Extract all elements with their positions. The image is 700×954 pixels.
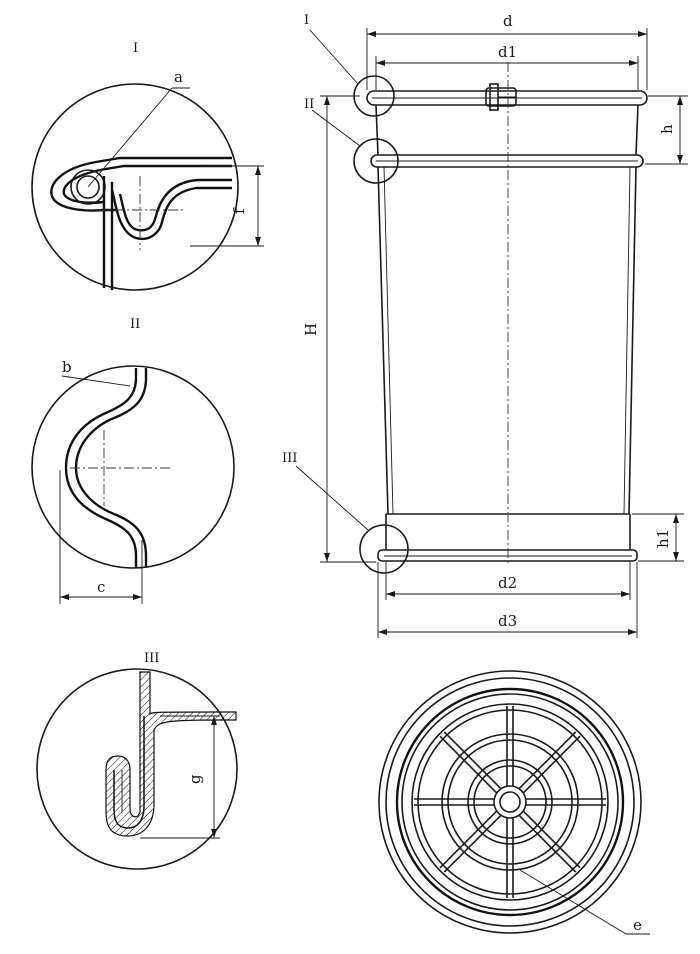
dim-g-label: g (186, 774, 204, 784)
bottom-foot-ring (377, 549, 638, 562)
dim-h-label: h (658, 124, 676, 134)
dimension-c: c (59, 470, 143, 604)
bottom-outer-ring (378, 670, 642, 934)
detail-view-3: III g (36, 651, 238, 870)
detail-2-title: II (130, 317, 140, 332)
rolling-hoop (370, 154, 644, 168)
marker-circle-2 (353, 138, 399, 184)
detail-1-rim-profile (50, 156, 232, 290)
dim-d2-label: d2 (498, 574, 517, 592)
dim-f-label: f (230, 207, 248, 214)
marker-label-1: I (304, 13, 309, 28)
marker-circle-3 (359, 524, 409, 574)
dimension-H: H (302, 95, 376, 563)
dimension-f: f (190, 165, 264, 247)
marker-label-3: III (282, 451, 297, 466)
bottom-grid-ring-1 (411, 703, 609, 901)
callout-b: b (62, 358, 72, 376)
dimension-g: g (140, 715, 220, 839)
dimension-d3: d3 (377, 562, 638, 638)
detail-view-1: I a f (31, 41, 264, 291)
dimension-h1: h1 (632, 513, 684, 562)
dimension-d: d (366, 12, 648, 90)
dim-h1-label: h1 (654, 529, 672, 548)
leader-e (519, 869, 627, 935)
detail-1-circle (31, 83, 239, 291)
detail-3-circle (36, 668, 238, 870)
leader-marker-1 (309, 29, 359, 85)
detail-3-foot-profile (105, 671, 237, 837)
detail-view-2: II b c (31, 317, 235, 604)
dim-d1-label: d1 (498, 43, 517, 61)
dim-H-label: H (302, 323, 320, 336)
detail-2-bead-profile (64, 368, 170, 568)
bottom-spokes (414, 706, 606, 898)
body-wall-right (628, 166, 637, 515)
detail-1-title: I (133, 41, 138, 56)
leader-a (87, 87, 173, 188)
dimension-d2: d2 (385, 562, 631, 600)
dimension-d1: d1 (375, 43, 639, 90)
dim-d-label: d (503, 12, 513, 30)
callout-e: e (633, 916, 642, 934)
bottom-grid-ring-2 (441, 733, 579, 871)
detail-2-circle (31, 365, 235, 569)
bottom-grid-ring-3 (467, 759, 553, 845)
detail-3-title: III (144, 651, 159, 666)
dim-d3-label: d3 (498, 612, 517, 630)
leader-marker-3 (295, 465, 369, 531)
dimension-h: h (645, 95, 688, 165)
dim-c-label: c (97, 578, 105, 596)
marker-label-2: II (304, 97, 314, 112)
bottom-view: e (378, 670, 650, 935)
top-rim (366, 90, 648, 106)
body-wall-left (377, 166, 389, 515)
callout-a: a (174, 68, 183, 86)
leader-marker-2 (311, 109, 361, 147)
bottom-hub (493, 785, 527, 819)
main-elevation-view: I II III d d1 h (282, 12, 688, 638)
latch-clamp (485, 83, 517, 111)
leader-b (61, 375, 131, 387)
